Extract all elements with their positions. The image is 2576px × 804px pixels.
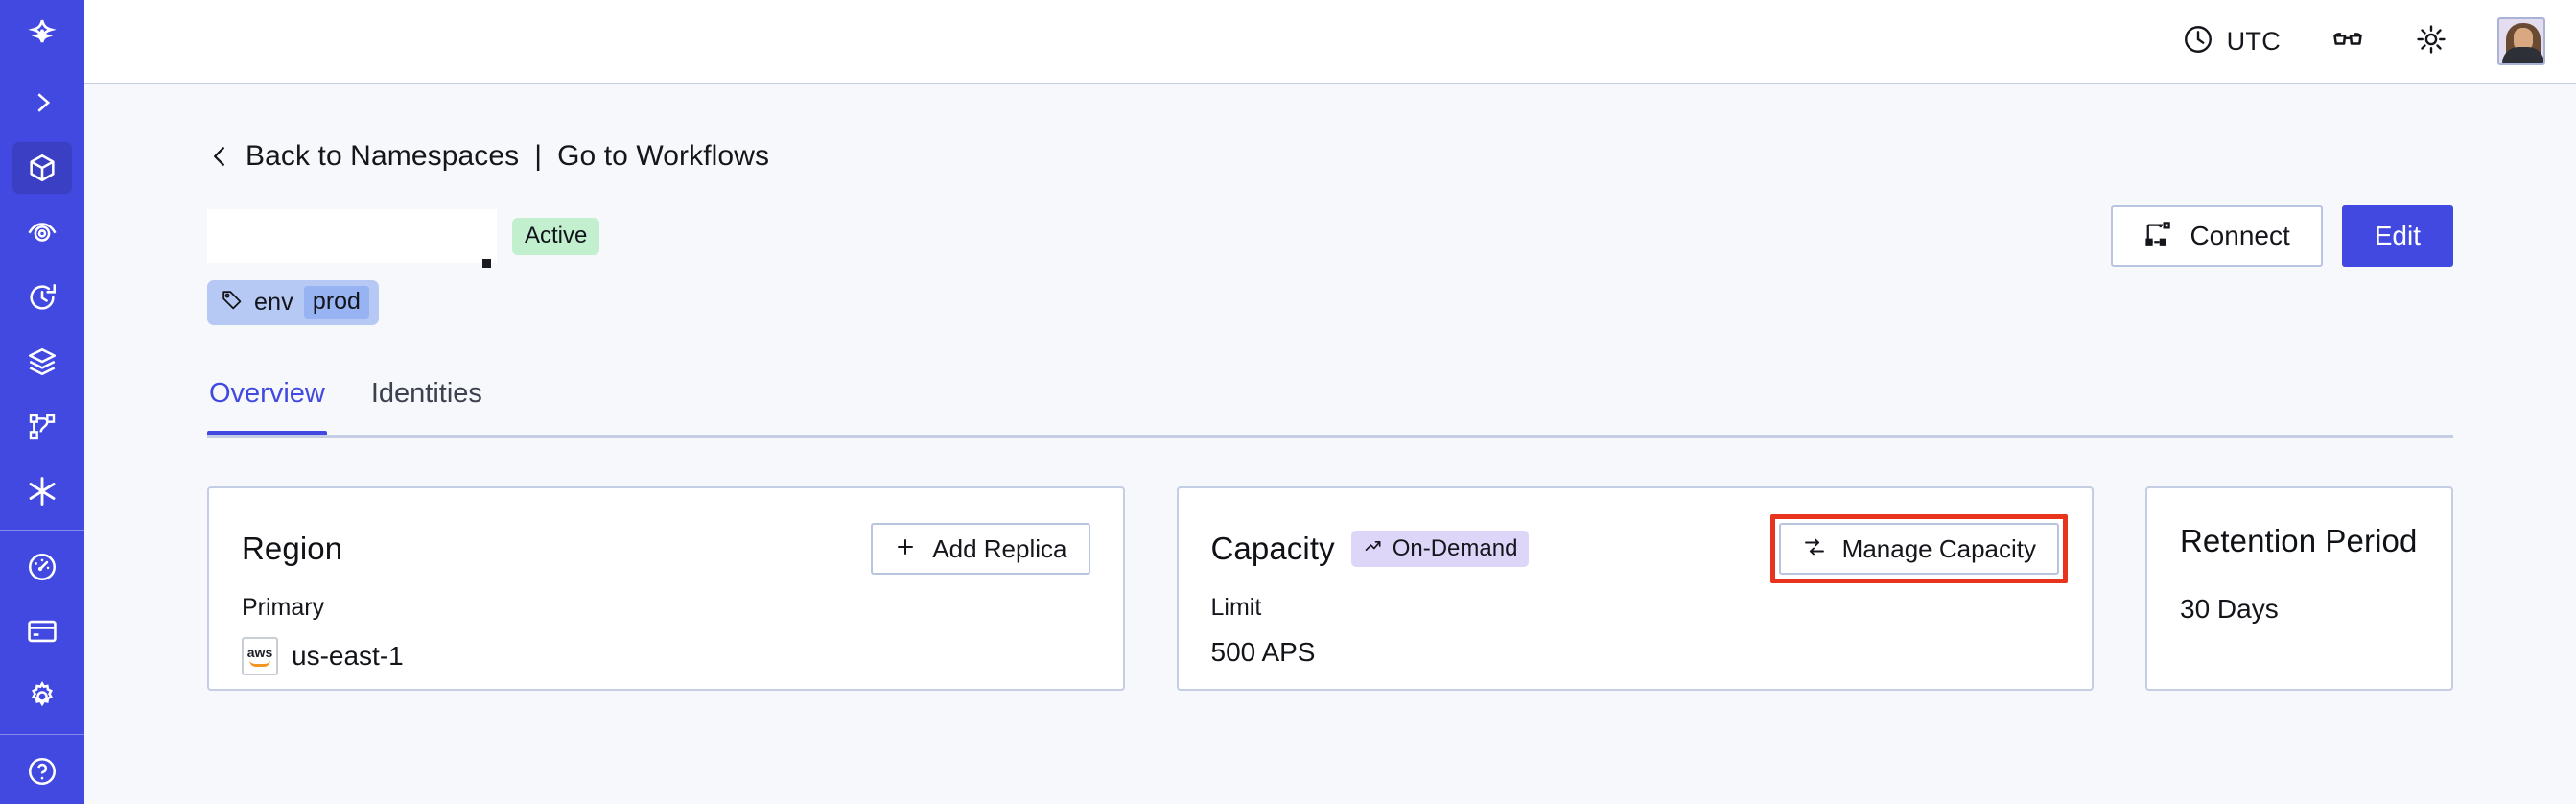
tab-bar-rule xyxy=(207,435,2453,438)
breadcrumb-workflows-link[interactable]: Go to Workflows xyxy=(557,140,770,172)
connect-flow-icon xyxy=(2143,220,2174,253)
breadcrumb-back-link[interactable]: Back to Namespaces xyxy=(246,140,520,172)
sidebar-item-nexus[interactable] xyxy=(0,459,84,524)
tab-identities[interactable]: Identities xyxy=(370,378,482,409)
plus-icon xyxy=(894,535,917,562)
aws-icon: aws xyxy=(242,637,278,675)
sidebar-item-batch-jobs[interactable] xyxy=(0,329,84,394)
capacity-mode-badge: On-Demand xyxy=(1350,531,1530,567)
chevron-left-icon[interactable] xyxy=(207,141,232,172)
sidebar-item-billing[interactable] xyxy=(0,599,84,664)
region-value-row: aws us-east-1 xyxy=(242,637,1090,675)
help-circle-icon xyxy=(26,755,59,788)
namespace-tag[interactable]: env prod xyxy=(207,280,379,325)
connect-button[interactable]: Connect xyxy=(2111,205,2323,267)
sidebar-divider-bottom xyxy=(0,734,84,736)
clock-arrow-icon xyxy=(26,281,59,314)
manage-capacity-button[interactable]: Manage Capacity xyxy=(1778,523,2059,575)
edit-button[interactable]: Edit xyxy=(2341,205,2453,267)
overview-cards: Region Add Replica xyxy=(207,486,2454,691)
sidebar-item-workflows[interactable] xyxy=(0,394,84,460)
reading-mode-button[interactable] xyxy=(2330,22,2365,61)
main-area: UTC xyxy=(84,0,2576,804)
edit-button-label: Edit xyxy=(2374,221,2421,250)
page-content: Back to Namespaces | Go to Workflows Act… xyxy=(84,84,2576,804)
add-replica-label: Add Replica xyxy=(932,534,1067,563)
capacity-mode-label: On-Demand xyxy=(1392,534,1518,561)
namespace-header-row: Active xyxy=(207,205,2453,268)
capacity-limit-label: Limit xyxy=(1210,594,1262,621)
region-value: us-east-1 xyxy=(292,641,404,671)
chevron-right-icon xyxy=(28,88,57,117)
capacity-card: Capacity On-Demand xyxy=(1176,486,2094,691)
region-card: Region Add Replica xyxy=(207,486,1125,691)
cube-icon xyxy=(26,152,59,184)
sidebar-item-help[interactable] xyxy=(0,739,84,804)
sidebar-item-schedules[interactable] xyxy=(0,265,84,330)
sitemap-icon xyxy=(27,412,58,442)
glasses-icon xyxy=(2330,22,2365,61)
tag-icon xyxy=(221,289,244,317)
eye-icon xyxy=(26,216,59,248)
asterisk-icon xyxy=(25,474,59,508)
capacity-card-title: Capacity xyxy=(1210,531,1335,566)
tag-row: env prod xyxy=(207,280,2453,325)
tab-bar: Overview Identities xyxy=(207,378,2453,438)
add-replica-button[interactable]: Add Replica xyxy=(871,523,1090,575)
credit-card-icon xyxy=(26,615,59,648)
primary-sidebar xyxy=(0,0,84,804)
sidebar-item-namespaces[interactable] xyxy=(0,135,84,201)
sidebar-item-observability[interactable] xyxy=(0,200,84,265)
sliders-icon xyxy=(1802,535,1827,562)
gear-icon xyxy=(26,680,59,713)
retention-period-card: Retention Period 30 Days xyxy=(2145,486,2454,691)
tab-overview[interactable]: Overview xyxy=(207,378,327,437)
retention-card-title: Retention Period xyxy=(2180,523,2418,558)
gauge-icon xyxy=(26,551,59,583)
sidebar-item-expand-sidebar[interactable] xyxy=(0,70,84,135)
sidebar-divider xyxy=(0,529,84,531)
breadcrumb: Back to Namespaces | Go to Workflows xyxy=(207,140,2453,173)
layers-icon xyxy=(26,345,59,378)
clock-icon xyxy=(2182,23,2214,60)
status-badge: Active xyxy=(512,217,600,255)
region-card-title: Region xyxy=(242,531,343,566)
timezone-selector[interactable]: UTC xyxy=(2182,23,2281,60)
capacity-value: 500 APS xyxy=(1210,637,1316,667)
top-bar: UTC xyxy=(84,0,2576,84)
theme-toggle-button[interactable] xyxy=(2415,23,2447,60)
connect-button-label: Connect xyxy=(2190,221,2290,250)
header-actions: Connect Edit xyxy=(2111,205,2453,267)
sun-icon xyxy=(2415,23,2447,60)
tag-key: env xyxy=(254,288,293,316)
timezone-label: UTC xyxy=(2226,26,2281,56)
avatar[interactable] xyxy=(2497,17,2545,65)
page-title xyxy=(207,209,497,268)
sidebar-item-usage[interactable] xyxy=(0,534,84,600)
region-primary-label: Primary xyxy=(242,594,325,621)
breadcrumb-divider: | xyxy=(534,140,543,172)
manage-capacity-label: Manage Capacity xyxy=(1841,534,2036,563)
sidebar-item-brand[interactable] xyxy=(0,0,84,70)
retention-value: 30 Days xyxy=(2180,594,2279,624)
temporal-logo-icon xyxy=(24,17,60,54)
tag-value: prod xyxy=(303,286,369,319)
trend-up-icon xyxy=(1362,536,1385,560)
sidebar-item-settings[interactable] xyxy=(0,664,84,729)
